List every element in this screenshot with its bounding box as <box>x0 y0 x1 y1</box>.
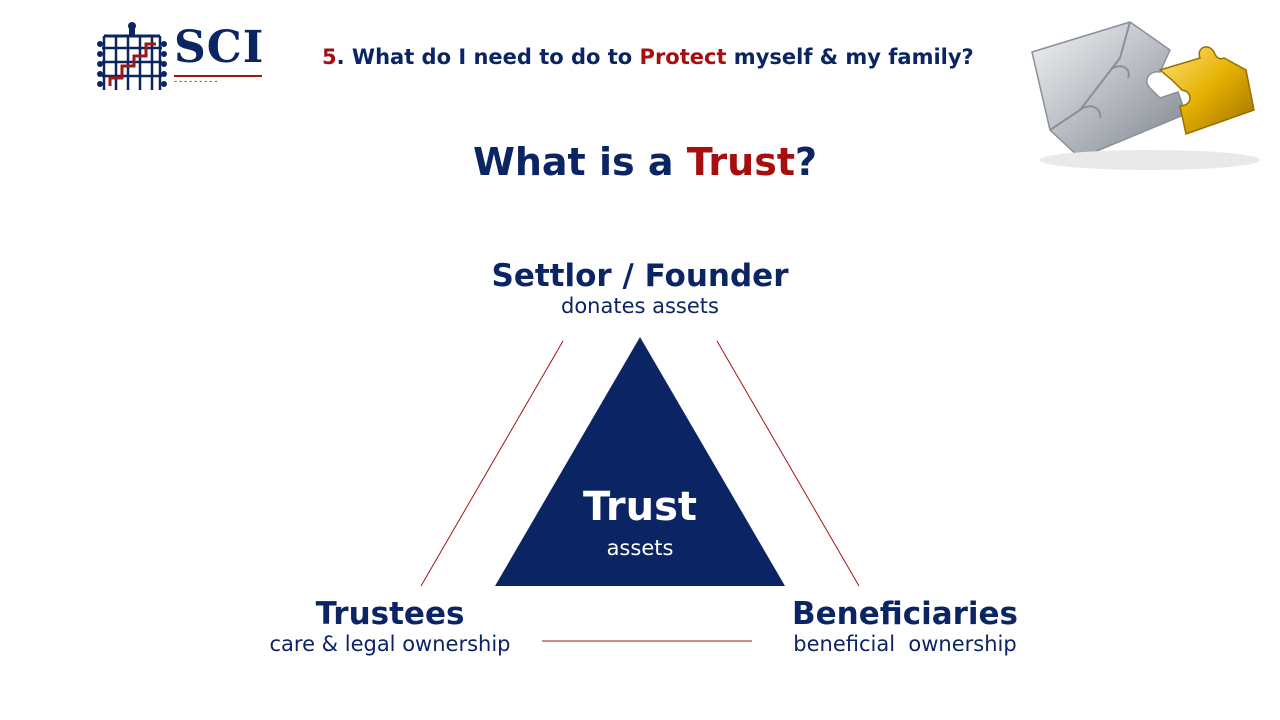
beneficiaries-node: Beneficiaries beneficial ownership <box>735 596 1075 656</box>
settlor-subtitle: donates assets <box>440 294 840 318</box>
settlor-node: Settlor / Founder donates assets <box>440 258 840 318</box>
trustees-node: Trustees care & legal ownership <box>220 596 560 656</box>
trust-center-title: Trust <box>540 484 740 530</box>
trustees-subtitle: care & legal ownership <box>220 632 560 656</box>
beneficiaries-title: Beneficiaries <box>735 596 1075 632</box>
trustees-title: Trustees <box>220 596 560 632</box>
beneficiaries-subtitle: beneficial ownership <box>735 632 1075 656</box>
settlor-title: Settlor / Founder <box>440 258 840 294</box>
trust-center-subtitle: assets <box>540 536 740 560</box>
